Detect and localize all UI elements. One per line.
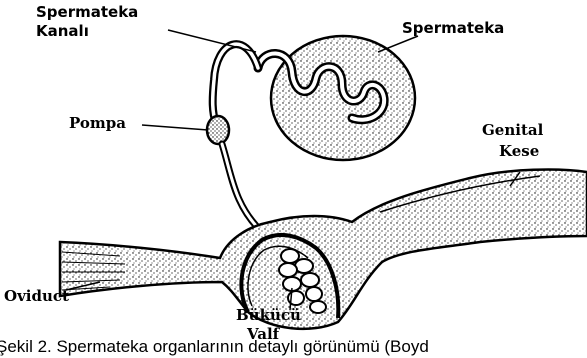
figure-caption: Şekil 2. Spermateka organlarının detaylı… [0,338,429,355]
pump [207,116,229,144]
lower-duct [222,144,262,232]
label-pump: Pompa [69,116,126,131]
label-spermatheca-duct-line1: Spermateka [36,5,138,20]
label-spermatheca: Spermateka [402,21,504,36]
label-genital-line1: Genital [482,123,543,138]
label-oviduct: Oviduct [4,289,69,304]
label-genital-line2: Kese [499,144,539,159]
label-valve-line1: Bükücü [236,308,301,323]
label-spermatheca-duct-line2: Kanalı [36,24,89,39]
